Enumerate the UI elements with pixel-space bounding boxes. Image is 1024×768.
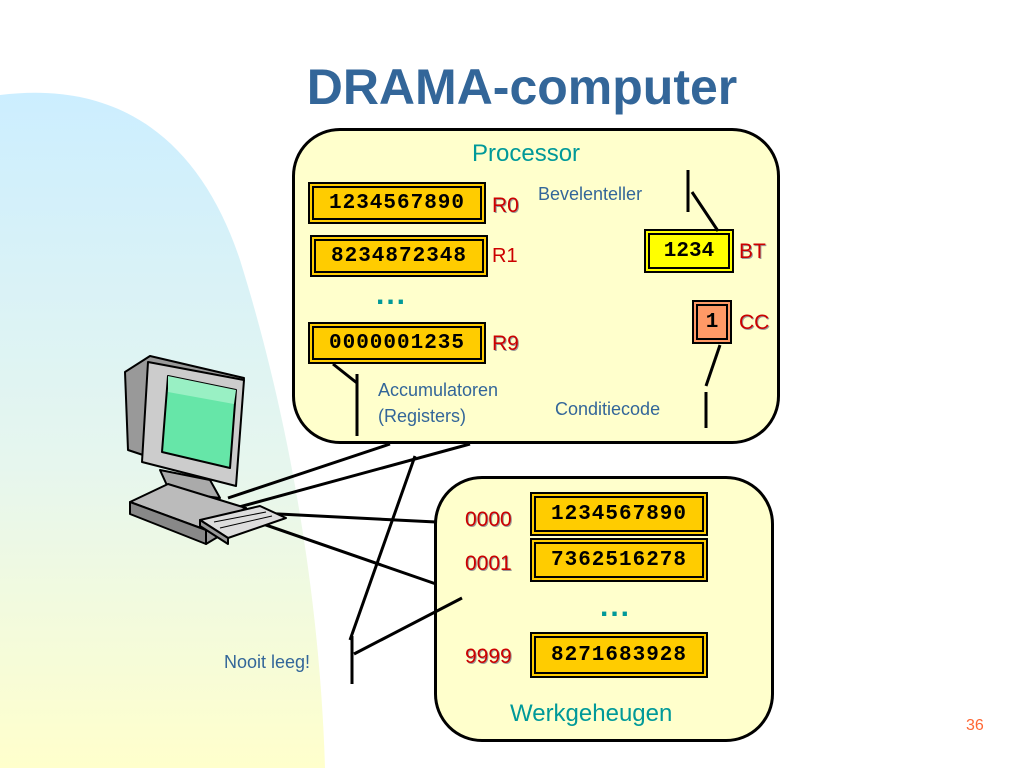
program-counter-name: BT (739, 240, 766, 263)
page-number: 36 (966, 717, 984, 734)
register-r0-name: R0 (492, 194, 519, 217)
memory-cell-0000: 1234567890 (530, 492, 708, 536)
register-r1-value: 8234872348 (310, 235, 488, 277)
register-r1-name: R1 (492, 245, 518, 267)
program-counter-label: Bevelenteller (538, 184, 643, 204)
condition-code-label: Conditiecode (555, 399, 661, 419)
processor-panel (292, 128, 780, 444)
register-r0-value: 1234567890 (308, 182, 486, 224)
memory-address-0001: 0001 (465, 552, 512, 575)
condition-code-value: 1 (692, 300, 732, 344)
memory-title: Werkgeheugen (510, 700, 673, 727)
condition-code-name: CC (739, 311, 770, 334)
memory-address-0000: 0000 (465, 508, 512, 531)
accumulators-label-line2: (Registers) (378, 406, 467, 426)
register-r9-name: R9 (492, 332, 519, 355)
register-r9-value: 0000001235 (308, 322, 486, 364)
register-ellipsis: ... (376, 278, 408, 311)
processor-title: Processor (472, 140, 581, 167)
memory-address-9999: 9999 (465, 645, 512, 668)
program-counter-value: 1234 (644, 229, 734, 273)
never-empty-annotation: Nooit leeg! (224, 652, 311, 672)
memory-cell-9999: 8271683928 (530, 632, 708, 678)
memory-ellipsis: ... (600, 590, 632, 623)
accumulators-label-line1: Accumulatoren (378, 380, 499, 400)
memory-cell-0001: 7362516278 (530, 538, 708, 582)
slide-title: DRAMA-computer (306, 59, 738, 115)
